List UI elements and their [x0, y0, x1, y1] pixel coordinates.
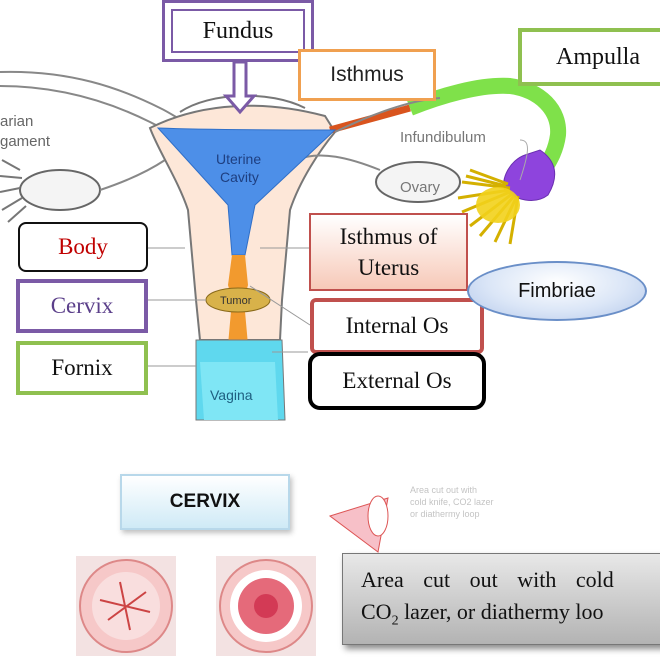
body-label: Body [18, 222, 148, 272]
tube-isthmus [329, 104, 411, 134]
faint-caption-line: or diathermy loop [410, 509, 480, 519]
uterine-cavity-label-2: Cavity [220, 169, 259, 185]
faint-caption-line: cold knife, CO2 lazer [410, 497, 494, 507]
fornix-label: Fornix [16, 341, 148, 395]
right-ovary-shape [375, 161, 461, 203]
vagina-label: Vagina [210, 387, 253, 403]
ovary-label: Ovary [400, 179, 441, 196]
tube-ampulla [407, 77, 567, 173]
cervix-image-1-os [99, 581, 151, 631]
internal-os-leader [249, 285, 311, 326]
tumor-label: Tumor [220, 295, 252, 307]
faint-caption-line: Area cut out with [410, 485, 478, 495]
isthmus-of-uterus-label: Isthmus of Uterus [309, 213, 468, 291]
ampulla-label: Ampulla [518, 28, 660, 86]
uterine-cavity [156, 127, 337, 256]
note-co-subscript: 2 [391, 613, 399, 629]
cervix-title: CERVIX [120, 474, 290, 530]
isthmus-label: Isthmus [298, 49, 436, 101]
note-co-text: CO [361, 599, 392, 624]
tube-infundibulum [503, 149, 556, 201]
isthmus-of-uterus-line-1: Isthmus of [339, 224, 438, 249]
infundibulum-leader [519, 139, 528, 181]
fundus-box: Fundus [162, 0, 314, 62]
infundibulum-label: Infundibulum [400, 129, 486, 146]
left-ligament-line [99, 159, 166, 191]
ovarian-ligament-label-1: arian [0, 113, 33, 130]
left-fimbriae-lines [0, 159, 27, 223]
isthmus-of-uterus-line-2: Uterus [357, 255, 420, 280]
ovarian-ligament-label-2: gament [0, 133, 51, 150]
cone-biopsy-note: Area cut out with cold CO2 lazer, or dia… [342, 553, 660, 645]
left-ovary-shape [19, 169, 101, 211]
cervix-label: Cervix [16, 279, 148, 333]
vagina-inner [200, 362, 278, 420]
fundus-arrow [222, 60, 258, 115]
fimbriae-base [476, 187, 520, 223]
cone-specimen-base [367, 495, 389, 537]
cervix-image-2-center [254, 594, 278, 618]
external-os-label: External Os [308, 352, 486, 410]
note-line-2: CO2 lazer, or diathermy loo [361, 596, 660, 637]
internal-os-label: Internal Os [310, 298, 484, 354]
note-line-2-rest: lazer, or diathermy loo [398, 599, 604, 624]
note-line-1: Area cut out with cold [361, 567, 614, 592]
uterine-cavity-label-1: Uterine [216, 151, 261, 167]
faint-caption: Area cut out with cold knife, CO2 lazer … [410, 484, 520, 520]
fundus-label: Fundus [171, 9, 305, 53]
fimbriae-label: Fimbriae [467, 261, 647, 321]
